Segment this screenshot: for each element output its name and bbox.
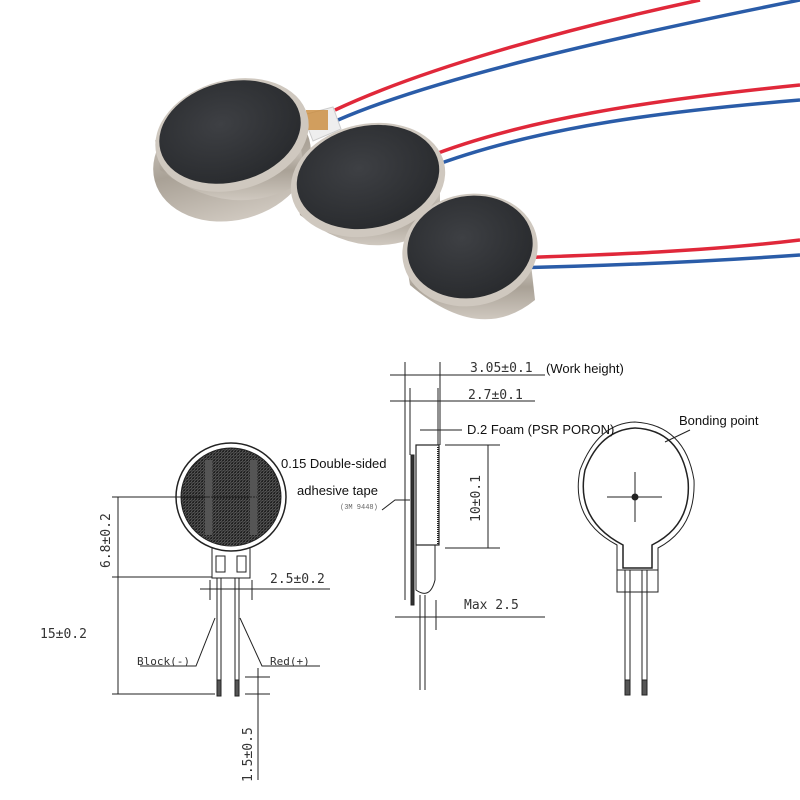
dim-lead-length: 15±0.2 xyxy=(40,627,87,642)
label-bonding-point: Bonding point xyxy=(679,413,759,428)
dim-work-height: 3.05±0.1 xyxy=(470,361,533,376)
wires-motor-2 xyxy=(424,83,800,170)
label-work-height: (Work height) xyxy=(546,361,624,376)
label-red-lead: Red(+) xyxy=(270,655,310,668)
front-view xyxy=(112,442,410,780)
dim-lead-spacing: 2.5±0.2 xyxy=(270,572,325,587)
dim-diameter: 10±0.1 xyxy=(469,475,484,522)
back-view xyxy=(577,421,695,696)
dim-body-height: 2.7±0.1 xyxy=(468,388,523,403)
label-tape-part: (3M 9448) xyxy=(340,504,378,512)
label-tape-line1: 0.15 Double-sided xyxy=(281,456,387,471)
wires-motor-3 xyxy=(511,238,800,270)
motor-3 xyxy=(402,193,538,320)
label-black-lead: Block(-) xyxy=(137,655,190,668)
motor-1 xyxy=(153,78,342,222)
dim-strip-length: 1.5±0.5 xyxy=(241,727,256,782)
label-foam: D.2 Foam (PSR PORON) xyxy=(467,422,615,437)
dim-max: Max 2.5 xyxy=(464,598,519,613)
label-tape-line2: adhesive tape xyxy=(297,483,378,498)
side-view xyxy=(390,362,545,690)
dim-height-top: 6.8±0.2 xyxy=(99,513,114,568)
wires-motor-1 xyxy=(334,0,800,122)
motor-2 xyxy=(290,122,446,246)
